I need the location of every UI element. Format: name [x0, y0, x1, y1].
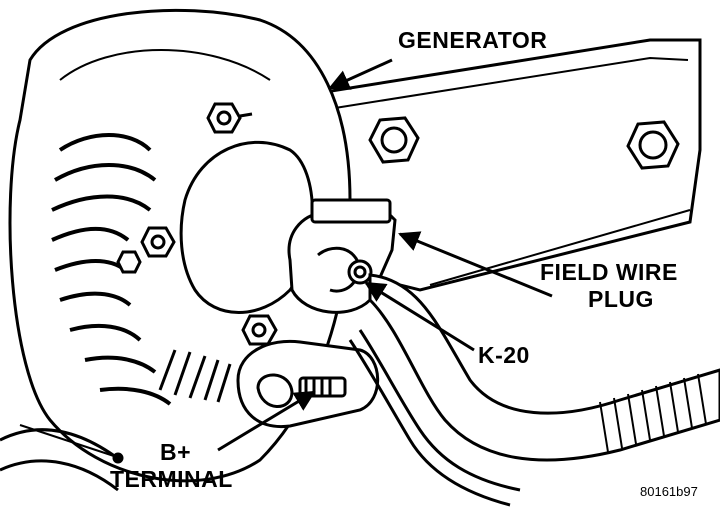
- k20-label: K-20: [478, 342, 530, 368]
- bracket-bolt-left: [368, 116, 420, 164]
- upper-nut: [206, 102, 253, 134]
- field-wire-plug-arrow: [398, 231, 553, 298]
- ventilation-slots: [158, 349, 232, 403]
- b-plus-terminal: [236, 339, 380, 429]
- harness-corrugation: [599, 373, 707, 453]
- generator-arrow: [328, 58, 393, 90]
- callout-arrows: [217, 58, 553, 452]
- bracket-bolt-right: [626, 120, 680, 170]
- lower-hose: [0, 424, 124, 492]
- figure-id: 80161b97: [640, 484, 698, 499]
- left-nut: [140, 226, 176, 258]
- field-wire-plug-label-line1: FIELD WIRE: [540, 259, 678, 285]
- small-nut: [116, 250, 142, 274]
- lower-nut: [241, 314, 278, 346]
- b-plus-label-line2: TERMINAL: [110, 466, 233, 492]
- b-plus-label-line1: B+: [160, 439, 192, 465]
- b-plus-arrow: [217, 390, 316, 452]
- k20-arrow: [364, 281, 475, 352]
- generator-label: GENERATOR: [398, 27, 548, 53]
- wiring-harness: [348, 273, 720, 507]
- field-wire-plug-label-line2: PLUG: [588, 286, 654, 312]
